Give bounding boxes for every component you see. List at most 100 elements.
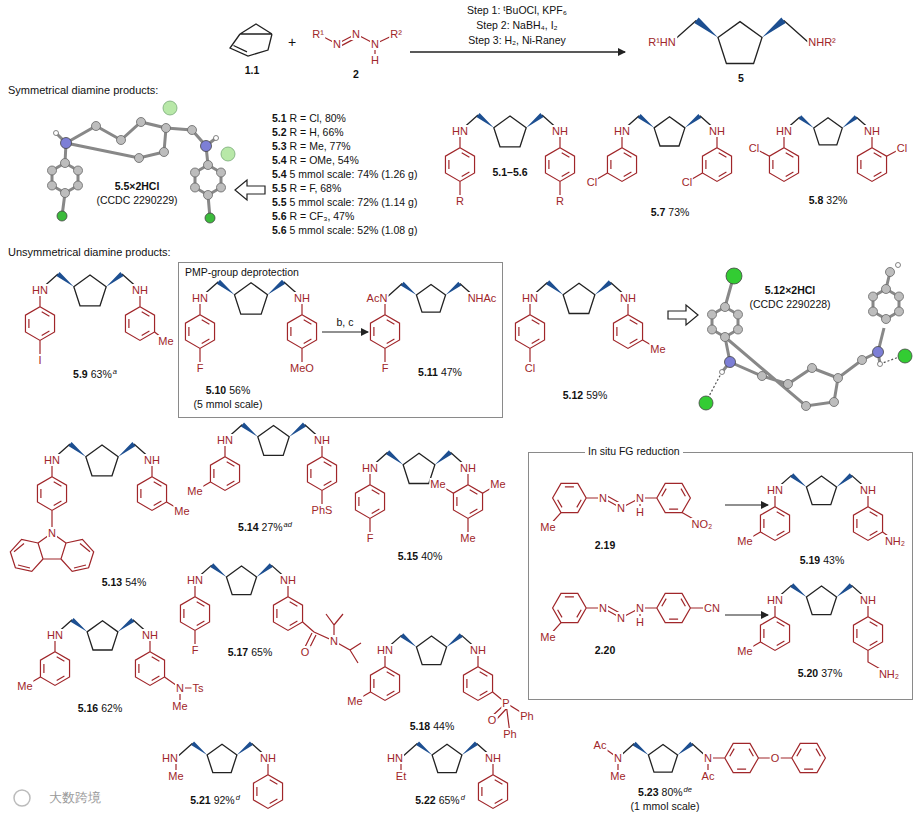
label-group: NH <box>859 594 877 606</box>
label-group: N <box>635 492 645 504</box>
atom-label: Me <box>649 343 666 355</box>
atom-label: NH <box>619 292 637 304</box>
label-group: Me <box>539 631 556 643</box>
label-group: 5.2265%d <box>415 794 465 806</box>
label-group: (5 mmol scale) <box>194 398 263 410</box>
atom-label: Me <box>167 770 184 782</box>
label-group: Cl <box>748 142 760 154</box>
compound-number: 5.5×2HCl <box>115 180 160 192</box>
atom-label: F <box>381 362 390 374</box>
label-group: Me <box>186 485 203 497</box>
label-group: Ts <box>192 682 205 694</box>
yield-text: 54% <box>125 576 146 588</box>
label-group: NH <box>131 284 149 296</box>
label-group: 5.5×2HCl <box>115 180 160 192</box>
atom-label: N <box>598 492 608 504</box>
crystal-structure <box>48 101 236 223</box>
label-group: Me <box>16 680 33 692</box>
label-group: 5.1765% <box>228 646 272 658</box>
compound-number: 5.5 <box>272 196 287 208</box>
label-group: R <box>455 195 465 207</box>
hollow-arrow <box>668 305 698 325</box>
atom-label: Me <box>186 485 203 497</box>
label-group: NHAc <box>467 292 498 304</box>
footnote-mark: ad <box>284 520 292 529</box>
yield-text: 73% <box>668 206 689 218</box>
atom-label: O <box>487 714 498 726</box>
panel-heading: PMP-group deprotection <box>185 266 299 278</box>
label-group: Symmetrical diamine products: <box>8 84 158 96</box>
label-group: O <box>770 752 781 764</box>
compound-number: 5.2 <box>272 126 287 138</box>
yield-text: 40% <box>421 550 442 562</box>
atom-label: HN <box>386 752 404 764</box>
atom-label: NHAc <box>467 292 498 304</box>
compound-number: 5.22 <box>415 794 435 806</box>
plus-sign: + <box>288 34 296 50</box>
label-group: Me <box>736 535 753 547</box>
note-text: (5 mmol scale) <box>194 398 263 410</box>
footnote-mark: a <box>113 367 117 376</box>
label-group: Me <box>539 521 556 533</box>
label-group: P <box>501 697 510 709</box>
label-group: HN <box>386 752 404 764</box>
panel-box: PMP-group deprotection <box>178 262 503 418</box>
atom-label: NH₂ <box>878 668 900 680</box>
atom-label: NH <box>279 574 297 586</box>
atom-label: I <box>37 354 42 366</box>
atom-label: HN <box>766 484 784 496</box>
label-group: Me <box>736 645 753 657</box>
label-group: Me <box>609 770 626 782</box>
yield-text: 47% <box>441 366 462 378</box>
atom-label: Ph <box>519 710 534 722</box>
label-group: Me <box>173 505 190 517</box>
atom-label: F <box>196 362 205 374</box>
atom-label: N <box>616 612 626 624</box>
label-group: 5.2380%de <box>638 786 692 798</box>
label-group: HN <box>451 125 469 137</box>
atom-label: R¹HN <box>647 36 677 48</box>
compound-number: 1.1 <box>245 64 260 76</box>
atom-label: NH <box>863 125 881 137</box>
yield-text: 80% <box>662 786 683 798</box>
compound-number: 5.6 <box>272 210 287 222</box>
label-group: 5.1662% <box>78 702 122 714</box>
label-group: NH₂ <box>878 668 900 680</box>
atom-label: H <box>370 54 380 66</box>
label-group: N <box>175 682 185 694</box>
label-group: HN <box>376 644 394 656</box>
atom-label: Cl <box>681 176 693 188</box>
atom-label: Me <box>171 700 188 712</box>
compound-number: 5.12×2HCl <box>765 284 816 296</box>
atom-label: HN <box>31 284 49 296</box>
compound-number: 5.23 <box>638 786 658 798</box>
atom-label: AcN <box>366 292 389 304</box>
label-group: N <box>598 602 608 614</box>
label-group: 5.832% <box>809 194 848 206</box>
atom-label: N <box>370 38 380 50</box>
label-group: R² <box>389 28 403 40</box>
footnote-mark: d <box>236 793 240 802</box>
label-group: F <box>381 362 390 374</box>
atom-label: HN <box>216 434 234 446</box>
yield-text: 5 mmol scale: 74% (1.26 g) <box>290 168 418 180</box>
compound-number: 5.4 <box>272 154 287 166</box>
compound-number: 5.12 <box>563 389 583 401</box>
atom-label: N <box>598 602 608 614</box>
label-group: 5.2192%d <box>190 794 240 806</box>
atom-label: HN <box>766 594 784 606</box>
yield-text: 43% <box>823 554 844 566</box>
label-group: 2.20 <box>595 644 615 656</box>
label-group: (1 mmol scale) <box>631 800 700 812</box>
atom-label: F <box>366 532 375 544</box>
label-group: 5.1056% <box>206 384 250 396</box>
atom-label: Me <box>429 478 446 490</box>
label-group: 5.1540% <box>398 550 442 562</box>
atom-label: NH <box>484 752 502 764</box>
crystal-structure <box>699 263 912 411</box>
compound-number: 5.3 <box>272 140 287 152</box>
label-group: 5.55 mmol scale: 72% (1.14 g) <box>272 196 417 208</box>
atom-label: Ac <box>593 739 608 751</box>
atom-label: N <box>175 682 185 694</box>
